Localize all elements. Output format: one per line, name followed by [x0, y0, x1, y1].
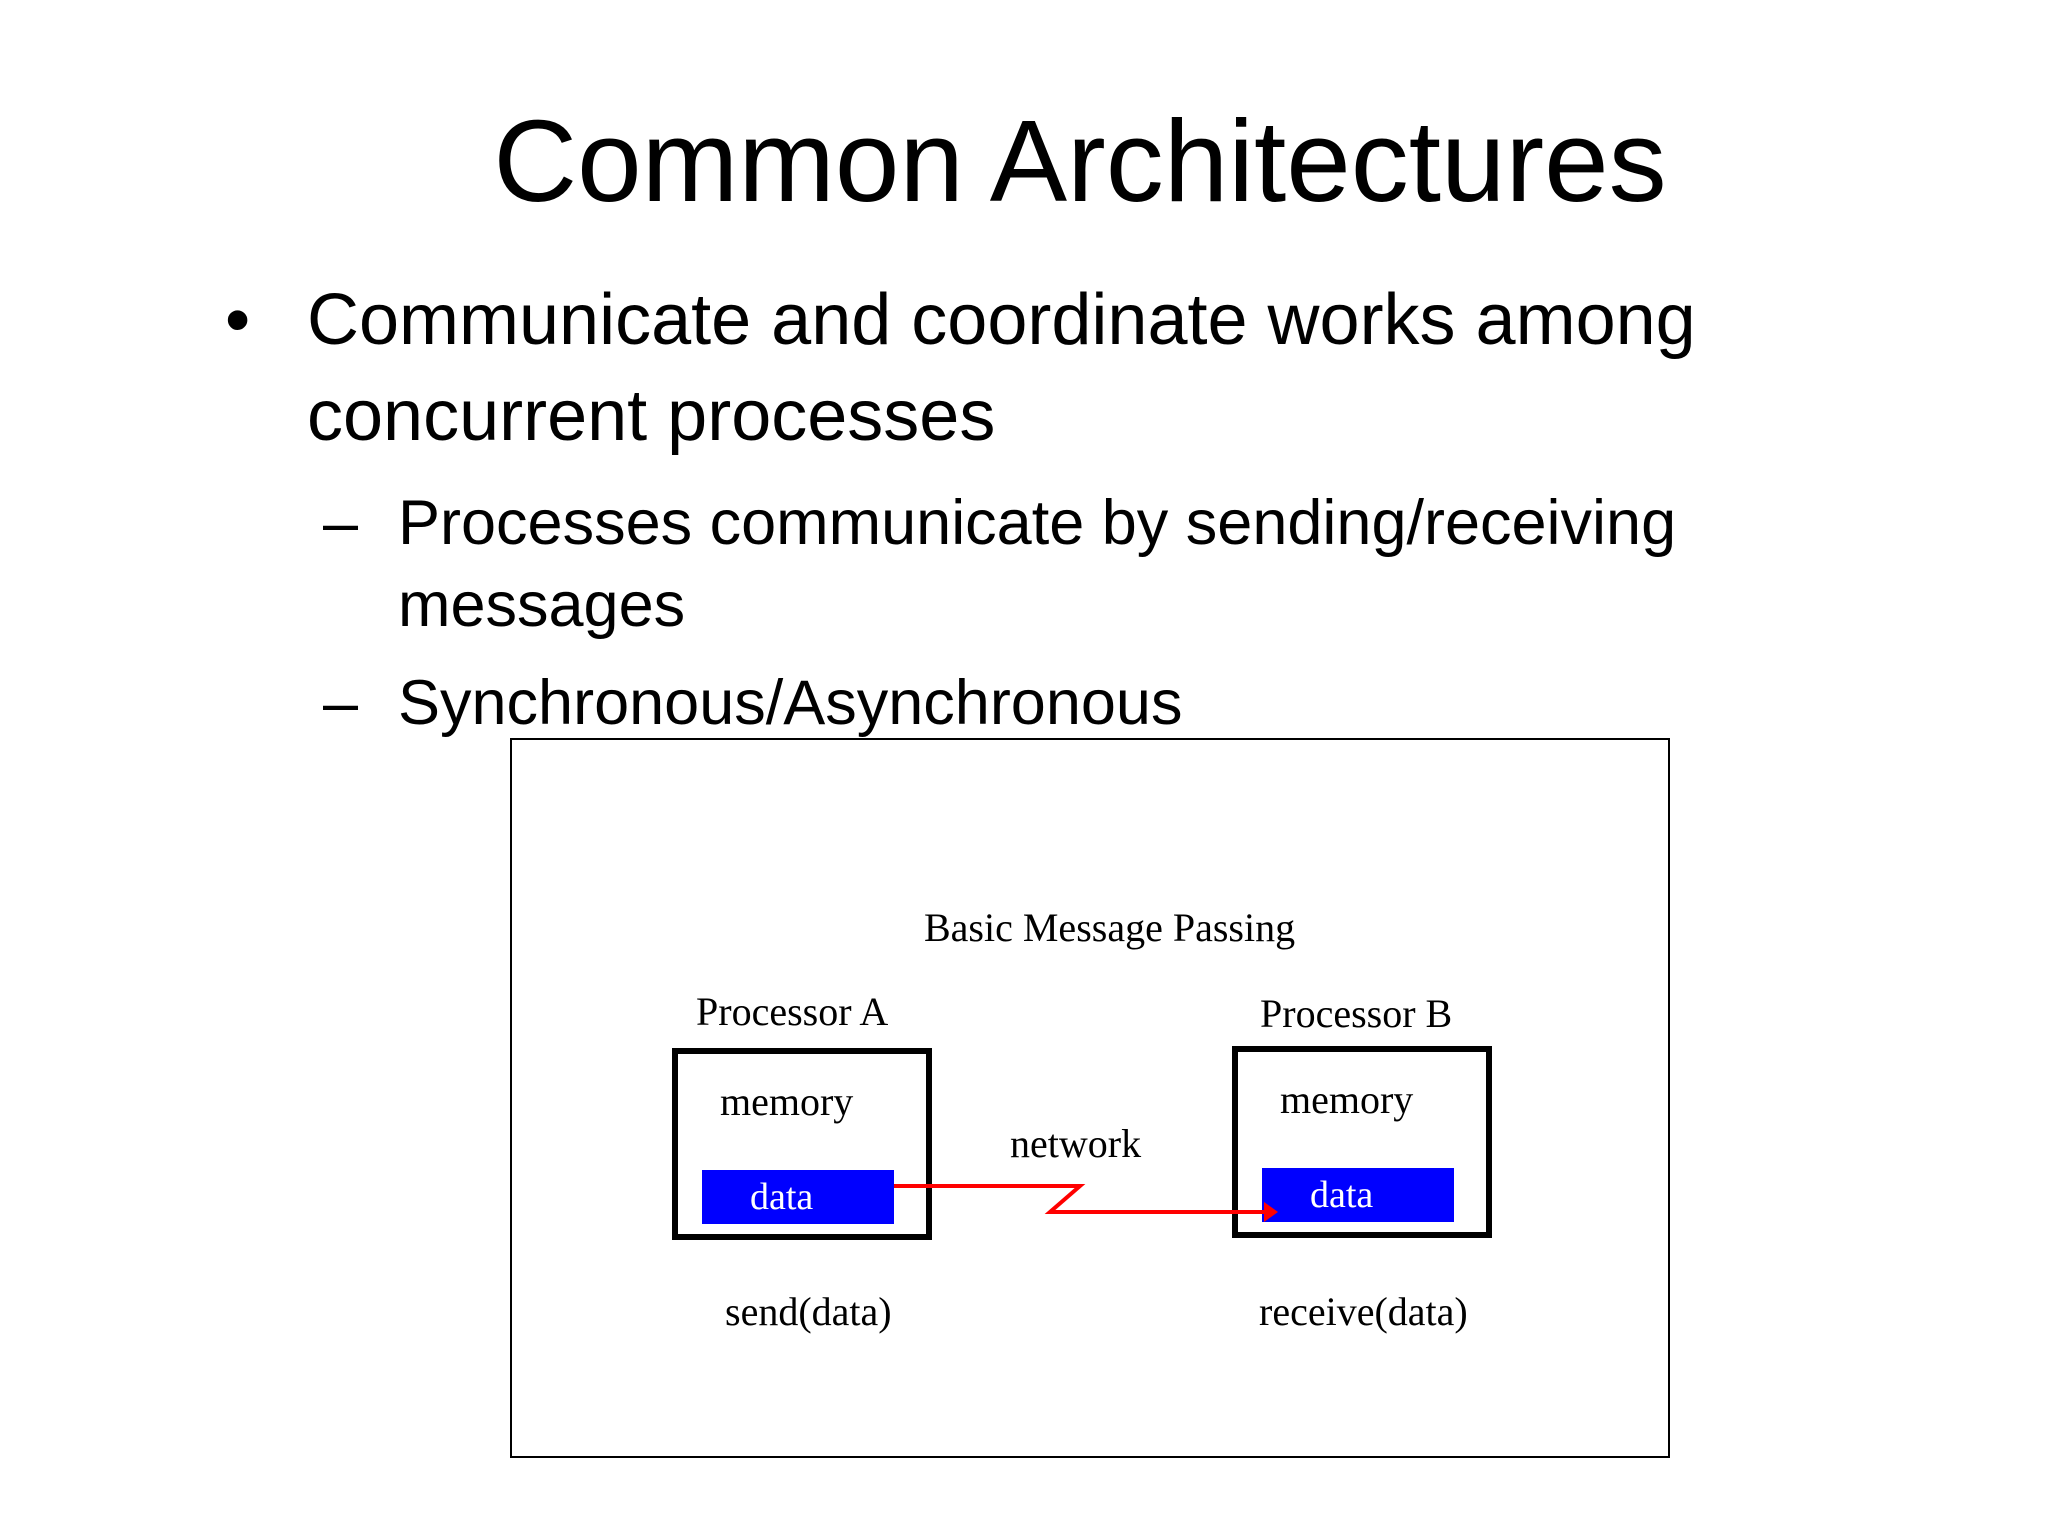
processor-a-memory-label: memory [720, 1079, 854, 1124]
sub-bullet-text-line-2: messages [398, 570, 686, 640]
processor-b-box: memory data [1232, 1046, 1492, 1238]
processor-b-memory-label: memory [1280, 1077, 1414, 1122]
sub-bullet-text-line-1: Synchronous/Asynchronous [398, 668, 1183, 738]
network-arrow [894, 1184, 1278, 1222]
processor-a-data-box: data [702, 1170, 894, 1224]
processor-b-data-box: data [1262, 1168, 1454, 1222]
send-label: send(data) [725, 1289, 892, 1334]
receive-label: receive(data) [1259, 1289, 1468, 1334]
bullet-text-line-1: Communicate and coordinate works among [307, 280, 1696, 360]
bullet-mark: • [225, 280, 251, 360]
message-passing-diagram: Basic Message Passing Processor A Proces… [510, 738, 1670, 1458]
processor-b-label: Processor B [1260, 991, 1453, 1036]
diagram-title: Basic Message Passing [924, 905, 1296, 950]
processor-a-label: Processor A [696, 989, 889, 1034]
bullet-text-line-2: concurrent processes [307, 376, 996, 456]
processor-a-box: memory data [672, 1048, 932, 1240]
sub-bullet-mark: – [323, 488, 359, 558]
network-arrow-head [1264, 1202, 1278, 1222]
sub-bullet-mark: – [323, 668, 359, 738]
sub-bullet-text-line-1: Processes communicate by sending/receivi… [398, 488, 1677, 558]
page-title: Common Architectures [493, 96, 1667, 226]
network-label: network [1010, 1121, 1142, 1166]
network-arrow-line [894, 1184, 1264, 1214]
